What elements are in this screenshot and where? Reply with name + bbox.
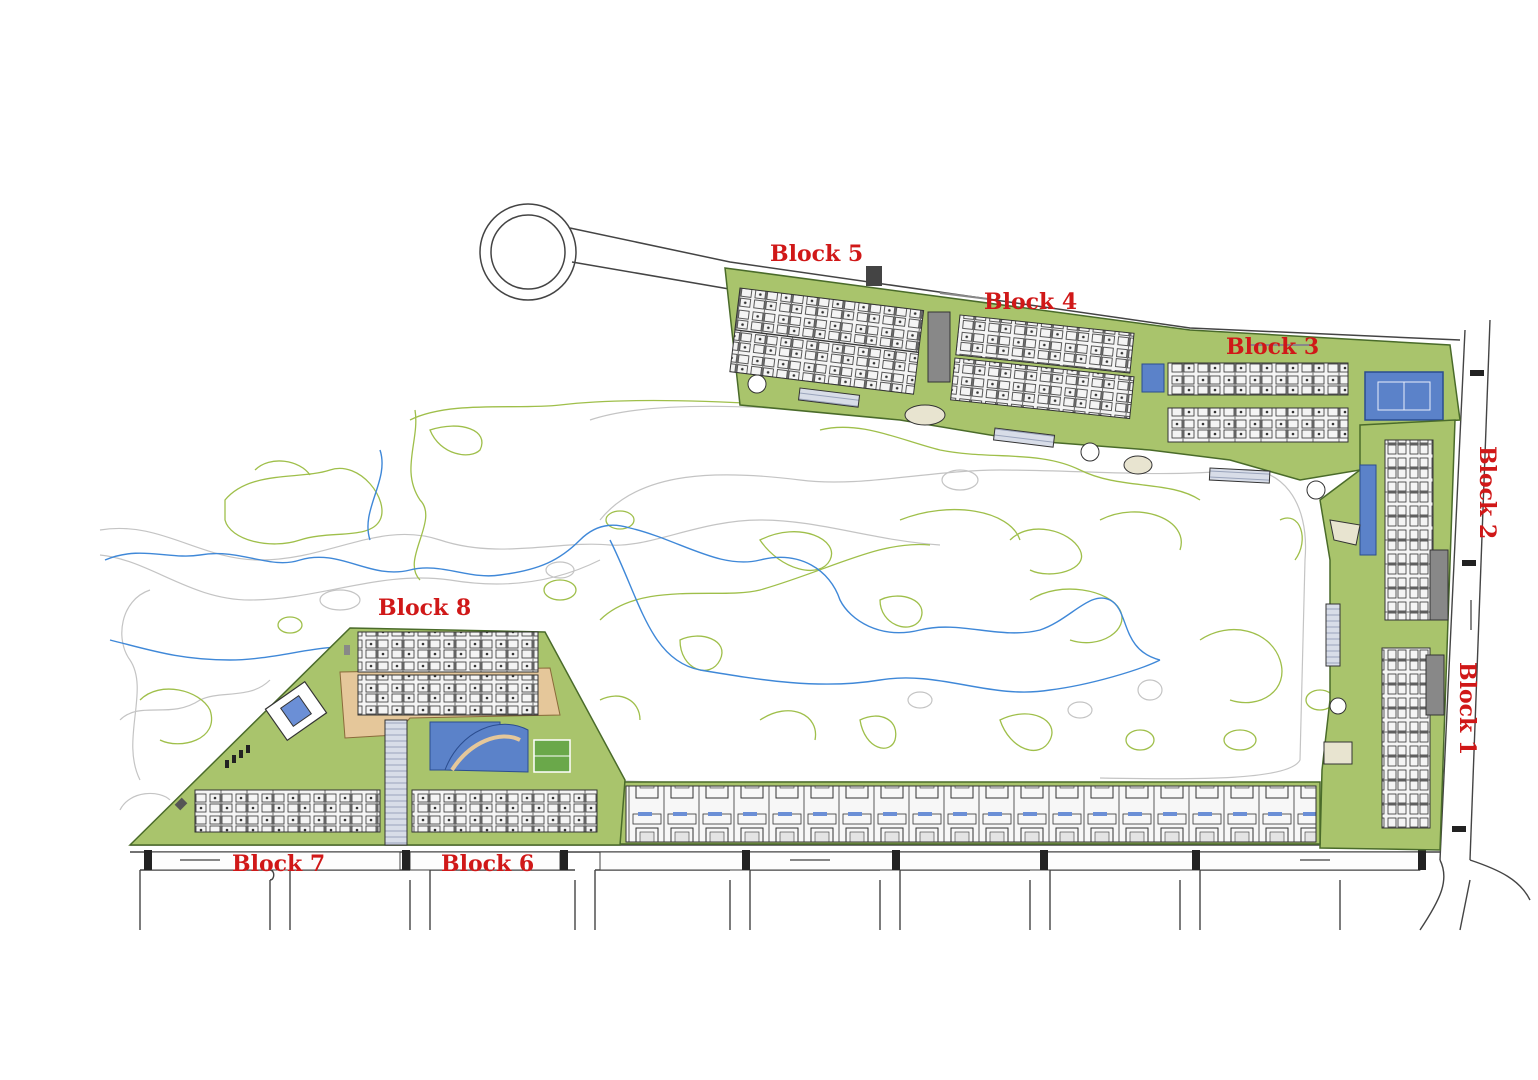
north-development-area [724, 267, 1461, 500]
block-5-label: Block 5 [770, 241, 864, 267]
road-bands [144, 266, 1484, 871]
south-villa-row [619, 781, 1321, 845]
block-3-label: Block 3 [1226, 334, 1320, 360]
block-1-label: Block 1 [1454, 662, 1480, 756]
west-development-area [128, 627, 626, 846]
east-development-area [1319, 419, 1456, 851]
stream-lines [104, 449, 1161, 693]
block-6-label: Block 6 [441, 851, 535, 877]
block-4-label: Block 4 [984, 289, 1078, 315]
block-8-label: Block 8 [378, 595, 472, 621]
road-label-marks [180, 292, 1472, 861]
block-7-label: Block 7 [232, 851, 326, 877]
block-2-label: Block 2 [1474, 446, 1500, 540]
